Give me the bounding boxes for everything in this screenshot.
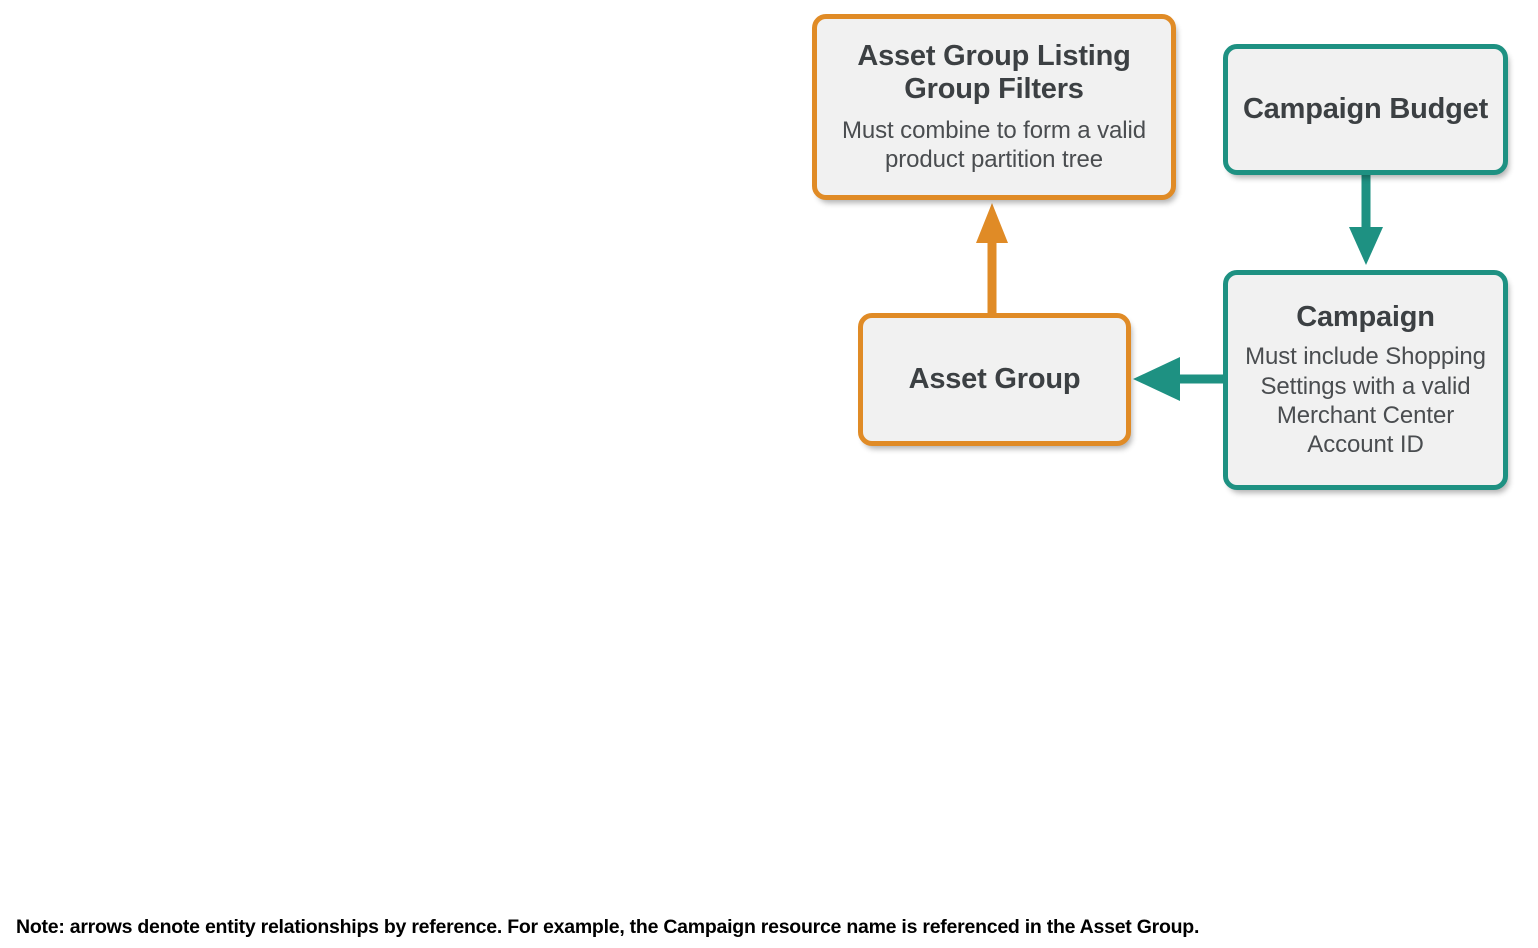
node-campaign[interactable]: Campaign Must include Shopping Settings … <box>1223 270 1508 490</box>
node-title-campaign: Campaign <box>1296 300 1435 333</box>
node-description-campaign: Must include Shopping Settings with a va… <box>1245 343 1486 459</box>
node-campaign-budget[interactable]: Campaign Budget <box>1223 44 1508 175</box>
node-title-asset-group: Asset Group <box>908 362 1081 395</box>
arrowhead-up-listing-filters <box>976 203 1008 243</box>
node-description-asset-group-listing-group-filters: Must combine to form a valid product par… <box>842 116 1146 174</box>
diagram-footer-note: Note: arrows denote entity relationships… <box>16 916 1200 938</box>
edge-campaign-to-asset-group <box>1133 357 1226 401</box>
edge-campaign-budget-to-campaign <box>1349 173 1383 265</box>
arrowhead-left-asset-group <box>1133 357 1180 401</box>
arrowhead-down-campaign <box>1349 227 1383 265</box>
node-asset-group-listing-group-filters[interactable]: Asset Group Listing Group Filters Must c… <box>812 14 1176 200</box>
edge-asset-group-to-listing-filters <box>976 203 1008 315</box>
node-asset-group[interactable]: Asset Group <box>858 313 1131 446</box>
node-title-asset-group-listing-group-filters: Asset Group Listing Group Filters <box>857 39 1131 106</box>
node-title-campaign-budget: Campaign Budget <box>1242 92 1489 125</box>
